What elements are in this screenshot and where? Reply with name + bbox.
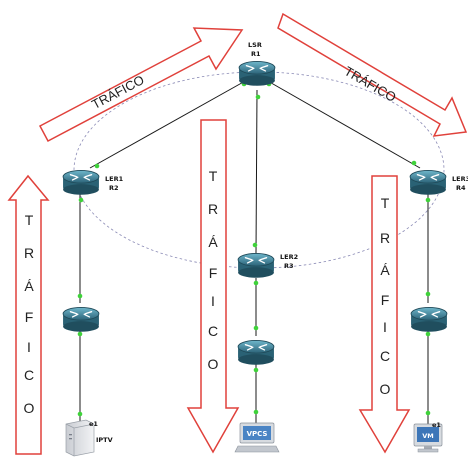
router-r1-icon[interactable] — [238, 60, 276, 86]
iptv-server-icon[interactable] — [65, 419, 95, 457]
r1-id-label: R1 — [251, 50, 261, 58]
links — [79, 79, 429, 424]
letter-right-0: T — [381, 195, 390, 211]
r4-id-label: R4 — [456, 184, 466, 192]
letter-center-4: I — [211, 293, 215, 309]
router-center-low-icon[interactable] — [237, 339, 275, 365]
r3-id-label: R3 — [284, 262, 294, 270]
vpcs-screen-label: VPCS — [247, 430, 268, 438]
router-right-mid-icon[interactable] — [410, 306, 448, 332]
link-r1-r2 — [89, 79, 248, 169]
router-r2-icon[interactable] — [62, 169, 100, 195]
letter-right-5: C — [380, 348, 390, 364]
letter-right-2: Á — [380, 262, 390, 278]
iptv-port-label: e1 — [89, 420, 98, 428]
vm-workstation-icon[interactable]: VM — [413, 423, 443, 453]
letter-right-6: O — [380, 381, 391, 397]
r1-name-label: LSR — [248, 41, 262, 49]
vm-screen-label: VM — [422, 432, 434, 440]
traffic-arrow-left-up: T R Á F I C O — [7, 174, 50, 455]
letter-left-6: O — [24, 400, 35, 416]
letter-right-3: F — [381, 292, 390, 308]
traffic-arrow-right-diagonal: TRÁFICO — [277, 12, 468, 137]
letter-left-2: Á — [24, 278, 34, 294]
r2-name-label: LER1 — [105, 175, 124, 183]
letter-left-4: I — [27, 339, 31, 355]
letter-left-3: F — [25, 309, 34, 325]
letter-right-1: R — [380, 230, 390, 246]
router-r3-icon[interactable] — [237, 252, 275, 278]
letter-center-2: Á — [208, 234, 218, 250]
iptv-label: IPTV — [96, 436, 113, 444]
traffic-arrow-center-down: T R Á F I C O — [186, 119, 240, 454]
traffic-arrow-right-down: T R Á F I C O — [358, 175, 411, 454]
r4-name-label: LER3 — [452, 175, 468, 183]
r2-id-label: R2 — [109, 184, 119, 192]
letter-center-6: O — [208, 356, 219, 372]
router-r4-icon[interactable] — [409, 169, 447, 195]
vm-port-label: e1 — [432, 421, 441, 429]
r3-name-label: LER2 — [280, 253, 298, 261]
letter-center-1: R — [208, 201, 218, 217]
letter-left-1: R — [24, 245, 34, 261]
letter-center-3: F — [209, 265, 218, 281]
link-r1-r3 — [255, 89, 258, 254]
letter-right-4: I — [383, 319, 387, 335]
letter-center-0: T — [209, 168, 218, 184]
letter-left-0: T — [25, 212, 34, 228]
vpcs-pc-icon[interactable]: VPCS — [234, 422, 280, 453]
router-left-mid-icon[interactable] — [62, 306, 100, 332]
link-r1-r4 — [265, 79, 421, 169]
letter-left-5: C — [24, 367, 34, 383]
letter-center-5: C — [208, 323, 218, 339]
